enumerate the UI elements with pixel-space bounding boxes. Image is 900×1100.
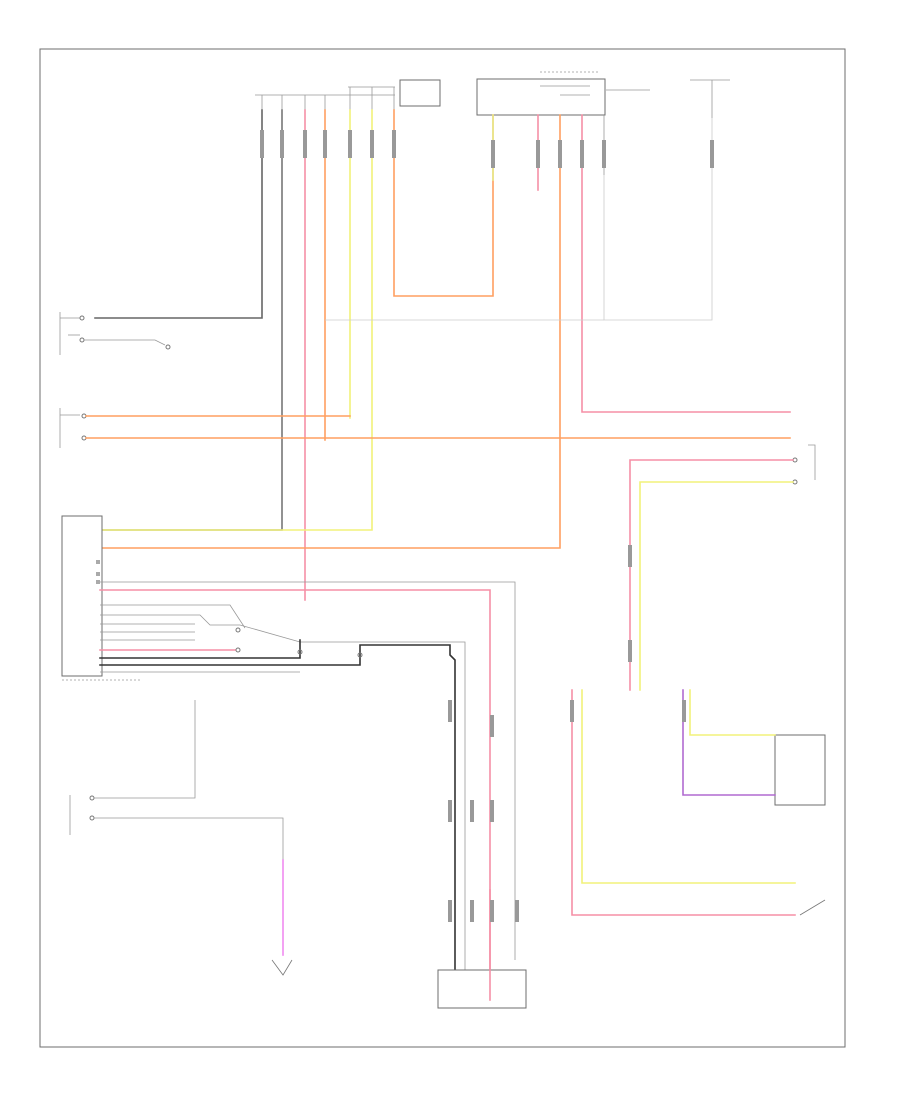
top-ecu-a [476, 78, 606, 116]
diagram-frame [39, 48, 846, 1048]
rear-connector [437, 969, 527, 1009]
right-door-switch [59, 408, 87, 448]
right-lamp [792, 444, 816, 485]
bottom-switch [271, 859, 293, 976]
top-right-ground [690, 79, 730, 118]
left-switch [59, 312, 171, 355]
main-body-ecu [61, 515, 103, 677]
left-door-switch [69, 795, 95, 835]
wire-code-labels [260, 130, 714, 168]
ecu-pin-rows [96, 560, 100, 584]
center-relay [235, 627, 363, 658]
right-sensor [571, 689, 826, 916]
right-motor [682, 689, 826, 806]
top-connector-left [255, 79, 441, 110]
